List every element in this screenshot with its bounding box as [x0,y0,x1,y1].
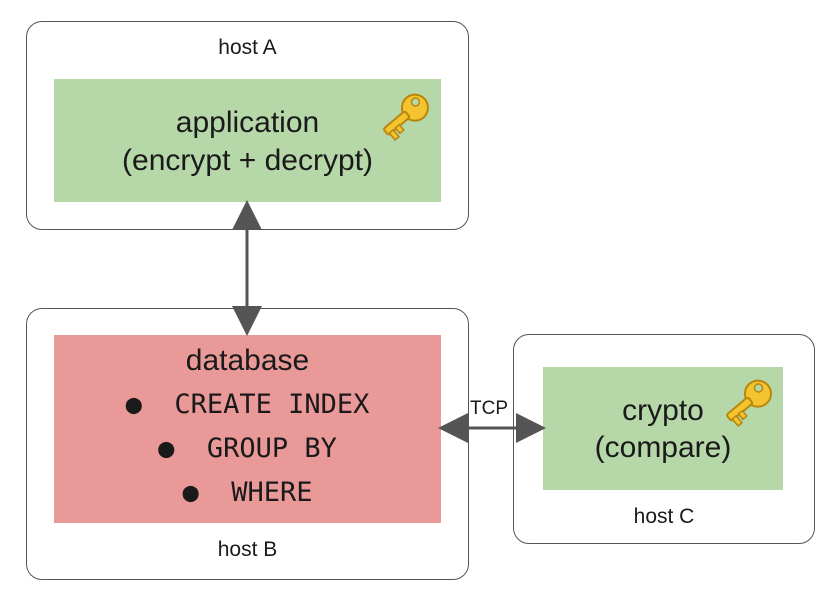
list-item-text: WHERE [231,477,313,508]
key-icon [717,371,779,433]
crypto-subtitle: (compare) [594,431,732,464]
database-panel: database ● CREATE INDEX ● GROUP BY ● WHE… [54,335,441,523]
application-panel: application (encrypt + decrypt) [54,79,441,202]
key-icon [374,85,436,147]
bullet-icon: ● [125,389,175,420]
application-title: application [175,106,320,139]
host-a-box: host A application (encrypt + decrypt) [26,21,469,230]
host-b-box: host B database ● CREATE INDEX ● GROUP B… [26,308,469,580]
host-a-label: host A [218,36,277,59]
list-item: ● GROUP BY [54,429,441,473]
database-title: database [185,344,310,377]
bullet-icon: ● [182,477,232,508]
host-c-box: host C crypto (compare) [513,334,815,544]
list-item: ● WHERE [54,473,441,517]
host-c-label: host C [633,505,695,528]
list-item-text: CREATE INDEX [174,389,370,420]
crypto-title: crypto [622,394,704,427]
list-item-text: GROUP BY [206,433,337,464]
crypto-panel: crypto (compare) [543,367,783,490]
host-b-label: host B [217,538,278,561]
application-subtitle: (encrypt + decrypt) [122,144,373,177]
bullet-icon: ● [158,433,207,464]
tcp-label: TCP [470,398,508,419]
list-item: ● CREATE INDEX [54,385,441,429]
